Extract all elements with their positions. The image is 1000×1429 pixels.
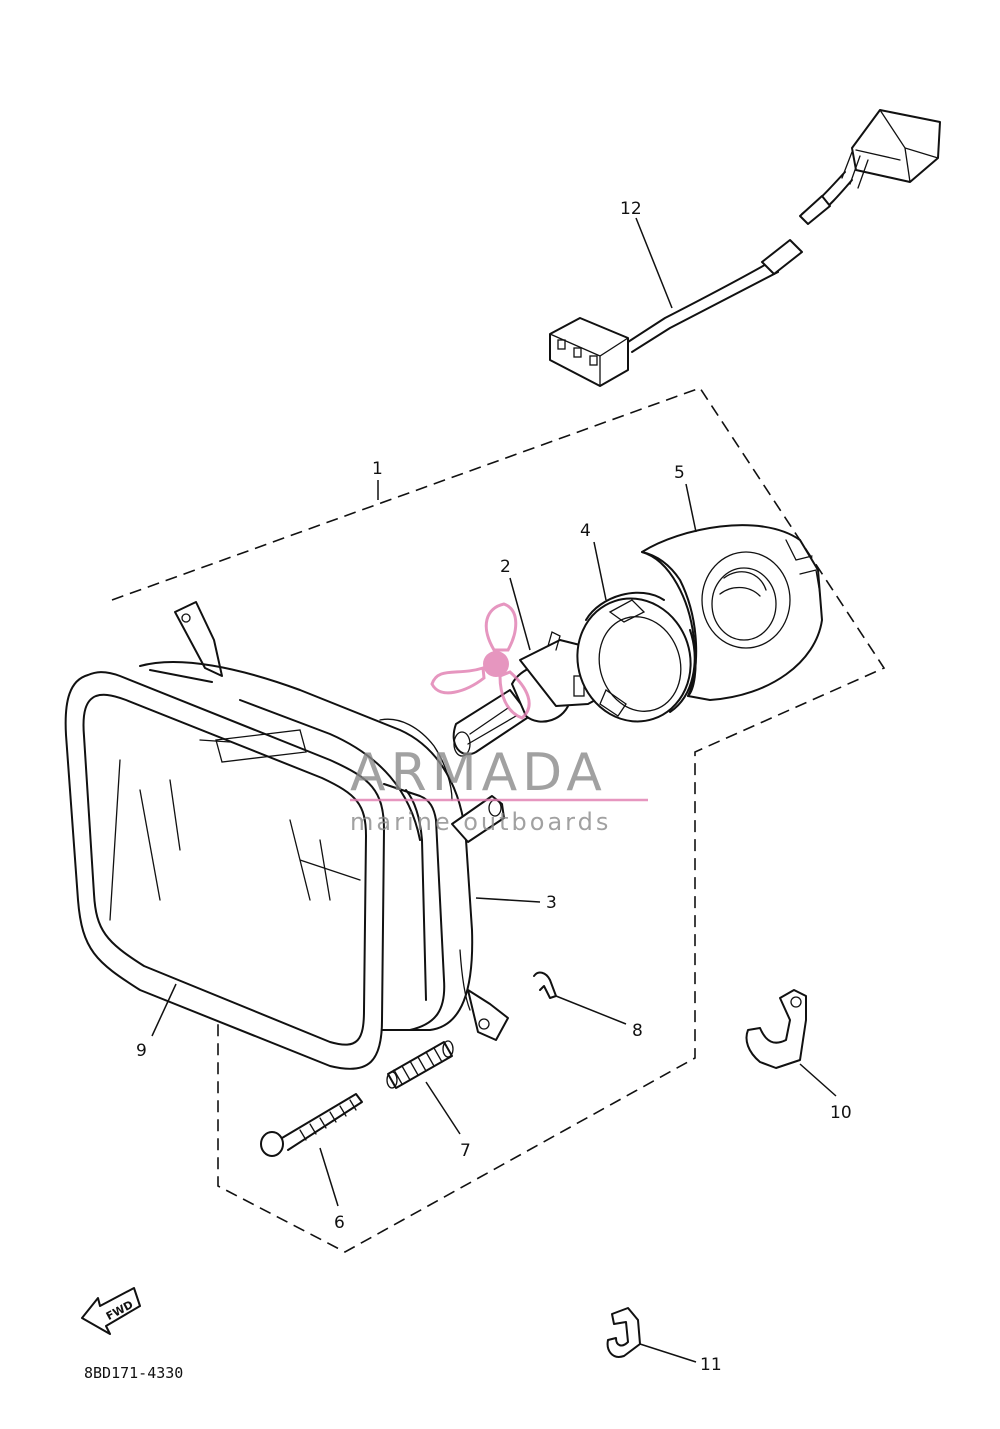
part-small-clamp[interactable] [606,1307,641,1358]
assembly-boundary [111,387,886,1253]
part-wire-harness[interactable] [549,109,941,387]
callout-3: 3 [546,893,557,913]
part-socket-ring[interactable] [562,584,707,737]
callout-8: 8 [632,1021,643,1041]
leader-lines [151,217,837,1363]
part-headlight-unit[interactable] [109,601,509,1041]
watermark-logo-icon [430,602,531,720]
callout-1: 1 [372,459,383,479]
callout-2: 2 [500,557,511,577]
diagram-code: 8BD171-4330 [84,1364,183,1382]
callout-6: 6 [334,1213,345,1233]
callout-12: 12 [620,199,642,219]
watermark: ARMADA marine outboards [350,602,648,836]
part-rubber-cover[interactable] [641,524,823,701]
watermark-title: ARMADA [350,743,607,803]
watermark-subtitle: marine outboards [350,808,611,836]
fwd-arrow: FWD [81,1287,141,1335]
part-clip[interactable] [533,971,557,999]
part-clamp[interactable] [745,989,807,1069]
part-rim[interactable] [64,671,385,1070]
part-screw[interactable] [260,1093,363,1157]
callout-10: 10 [830,1103,852,1123]
part-spring[interactable] [386,1040,454,1089]
callout-7: 7 [460,1141,471,1161]
callout-9: 9 [136,1041,147,1061]
callout-4: 4 [580,521,591,541]
callout-11: 11 [700,1355,722,1375]
callout-5: 5 [674,463,685,483]
